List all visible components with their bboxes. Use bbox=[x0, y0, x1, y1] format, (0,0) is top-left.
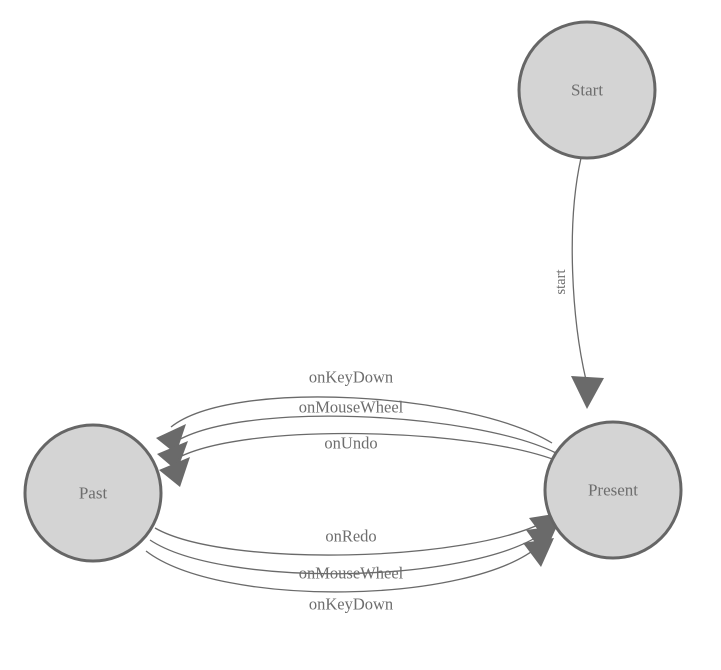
edge-present-past-mousewheel-path bbox=[171, 415, 557, 454]
node-present[interactable]: Present bbox=[543, 420, 683, 560]
edge-start-label: start bbox=[553, 270, 569, 295]
node-past-circle bbox=[23, 423, 163, 563]
edge-present-past-undo-arrowhead bbox=[159, 457, 190, 487]
edge-start[interactable]: start bbox=[553, 157, 604, 409]
edge-past-present-redo-path bbox=[154, 520, 547, 556]
edge-present-past-mousewheel-arrowhead bbox=[157, 441, 188, 471]
edge-present-past-keydown-path bbox=[170, 396, 553, 444]
edge-past-present-keydown-path bbox=[145, 544, 541, 593]
node-present-label: Present bbox=[588, 481, 638, 500]
edge-present-past-mousewheel[interactable]: onMouseWheel bbox=[157, 398, 557, 472]
node-present-circle bbox=[543, 420, 683, 560]
edge-present-past-keydown-label: onKeyDown bbox=[309, 368, 393, 387]
node-start-label: Start bbox=[571, 81, 603, 100]
node-start[interactable]: Start bbox=[517, 20, 657, 160]
edge-past-present-redo[interactable]: onRedo bbox=[154, 513, 560, 556]
edge-past-present-mousewheel-label: onMouseWheel bbox=[299, 564, 404, 583]
edge-past-present-keydown[interactable]: onKeyDown bbox=[145, 538, 554, 614]
node-past[interactable]: Past bbox=[23, 423, 163, 563]
edge-past-present-mousewheel-path bbox=[149, 532, 544, 575]
edge-past-present-redo-label: onRedo bbox=[325, 527, 376, 546]
node-past-label: Past bbox=[79, 484, 108, 503]
edge-past-present-keydown-arrowhead bbox=[523, 538, 554, 567]
edge-present-past-undo-label: onUndo bbox=[324, 434, 377, 453]
edge-start-arrowhead bbox=[571, 376, 604, 409]
edge-start-path bbox=[571, 157, 587, 381]
edge-past-present-keydown-label: onKeyDown bbox=[309, 595, 393, 614]
node-start-circle bbox=[517, 20, 657, 160]
edge-present-past-mousewheel-label: onMouseWheel bbox=[299, 398, 404, 417]
edge-present-past-undo[interactable]: onUndo bbox=[159, 432, 561, 488]
edge-present-past-undo-path bbox=[173, 432, 561, 463]
